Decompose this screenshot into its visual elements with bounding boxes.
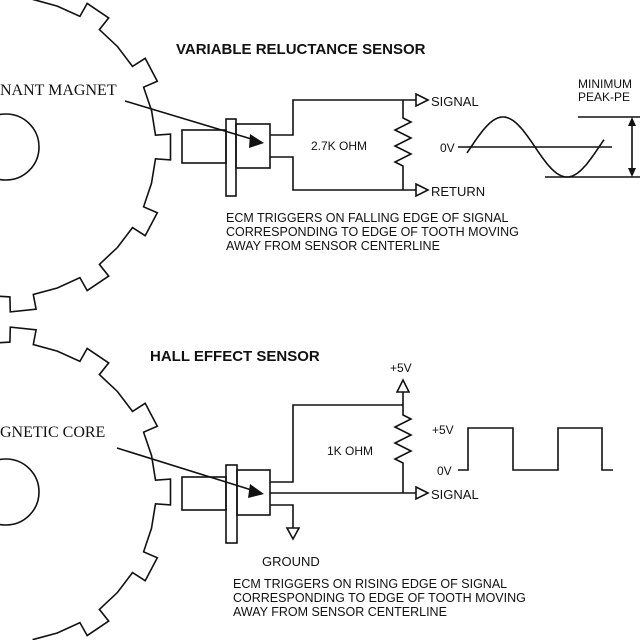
- signal-terminal-icon: [415, 92, 430, 108]
- hub-circle-bottom: [0, 458, 40, 526]
- hall-sensor-flange: [225, 464, 238, 544]
- vr-title: VARIABLE RELUCTANCE SENSOR: [176, 41, 426, 58]
- vr-note-3: AWAY FROM SENSOR CENTERLINE: [226, 239, 440, 253]
- reluctor-wheel-bottom: [0, 326, 172, 640]
- hall-sensor-body: [181, 476, 227, 511]
- reluctor-wheel-top: [0, 0, 172, 313]
- arrowhead: [628, 117, 636, 126]
- hall-note-2: CORRESPONDING TO EDGE OF TOOTH MOVING: [233, 591, 526, 605]
- hall-circuit: [270, 392, 416, 528]
- signal-terminal-icon: [415, 485, 430, 501]
- hall-resistor-label: 1K OHM: [327, 444, 373, 458]
- arrowhead: [628, 168, 636, 177]
- vr-callout-arrow: [124, 100, 259, 142]
- vr-sensor-body: [181, 129, 227, 164]
- vr-section: VARIABLE RELUCTANCE SENSOR NANT MAGNET 2…: [0, 0, 640, 313]
- vr-resistor-label: 2.7K OHM: [311, 139, 367, 153]
- vr-min-label-1: MINIMUM: [578, 77, 632, 91]
- square-waveform: [458, 427, 613, 471]
- hall-note-3: AWAY FROM SENSOR CENTERLINE: [233, 605, 447, 619]
- hall-section: HALL EFFECT SENSOR GNETIC CORE +5V 1K OH…: [0, 326, 613, 640]
- ground-terminal-icon: [285, 527, 301, 541]
- vr-note-1: ECM TRIGGERS ON FALLING EDGE OF SIGNAL: [226, 211, 509, 225]
- hall-callout-arrow: [116, 447, 259, 493]
- return-terminal-icon: [415, 182, 430, 198]
- vr-sensor-flange: [225, 118, 237, 197]
- hub-circle-top: [0, 113, 40, 181]
- hall-callout-label: GNETIC CORE: [0, 424, 105, 441]
- vr-callout-label: NANT MAGNET: [0, 82, 117, 99]
- vr-min-label-2: PEAK-PE: [578, 90, 630, 104]
- hall-supply-label: +5V: [390, 361, 412, 375]
- vr-sensor-head: [235, 123, 271, 169]
- vr-circuit: [270, 99, 416, 191]
- sine-waveform: [466, 116, 605, 178]
- arrowhead: [248, 484, 264, 498]
- vr-signal-label: SIGNAL: [431, 94, 479, 109]
- vr-return-label: RETURN: [431, 184, 485, 199]
- vr-zero-label: 0V: [440, 141, 455, 155]
- vr-note-2: CORRESPONDING TO EDGE OF TOOTH MOVING: [226, 225, 519, 239]
- hall-title: HALL EFFECT SENSOR: [150, 348, 320, 365]
- peak-bracket: [545, 116, 640, 178]
- arrowhead: [249, 134, 264, 148]
- hall-note-1: ECM TRIGGERS ON RISING EDGE OF SIGNAL: [233, 577, 507, 591]
- hall-signal-label: SIGNAL: [431, 487, 479, 502]
- supply-terminal-icon: [395, 378, 411, 393]
- hall-ground-label: GROUND: [262, 554, 320, 569]
- hall-high-label: +5V: [432, 423, 454, 437]
- hall-zero-label: 0V: [437, 464, 452, 478]
